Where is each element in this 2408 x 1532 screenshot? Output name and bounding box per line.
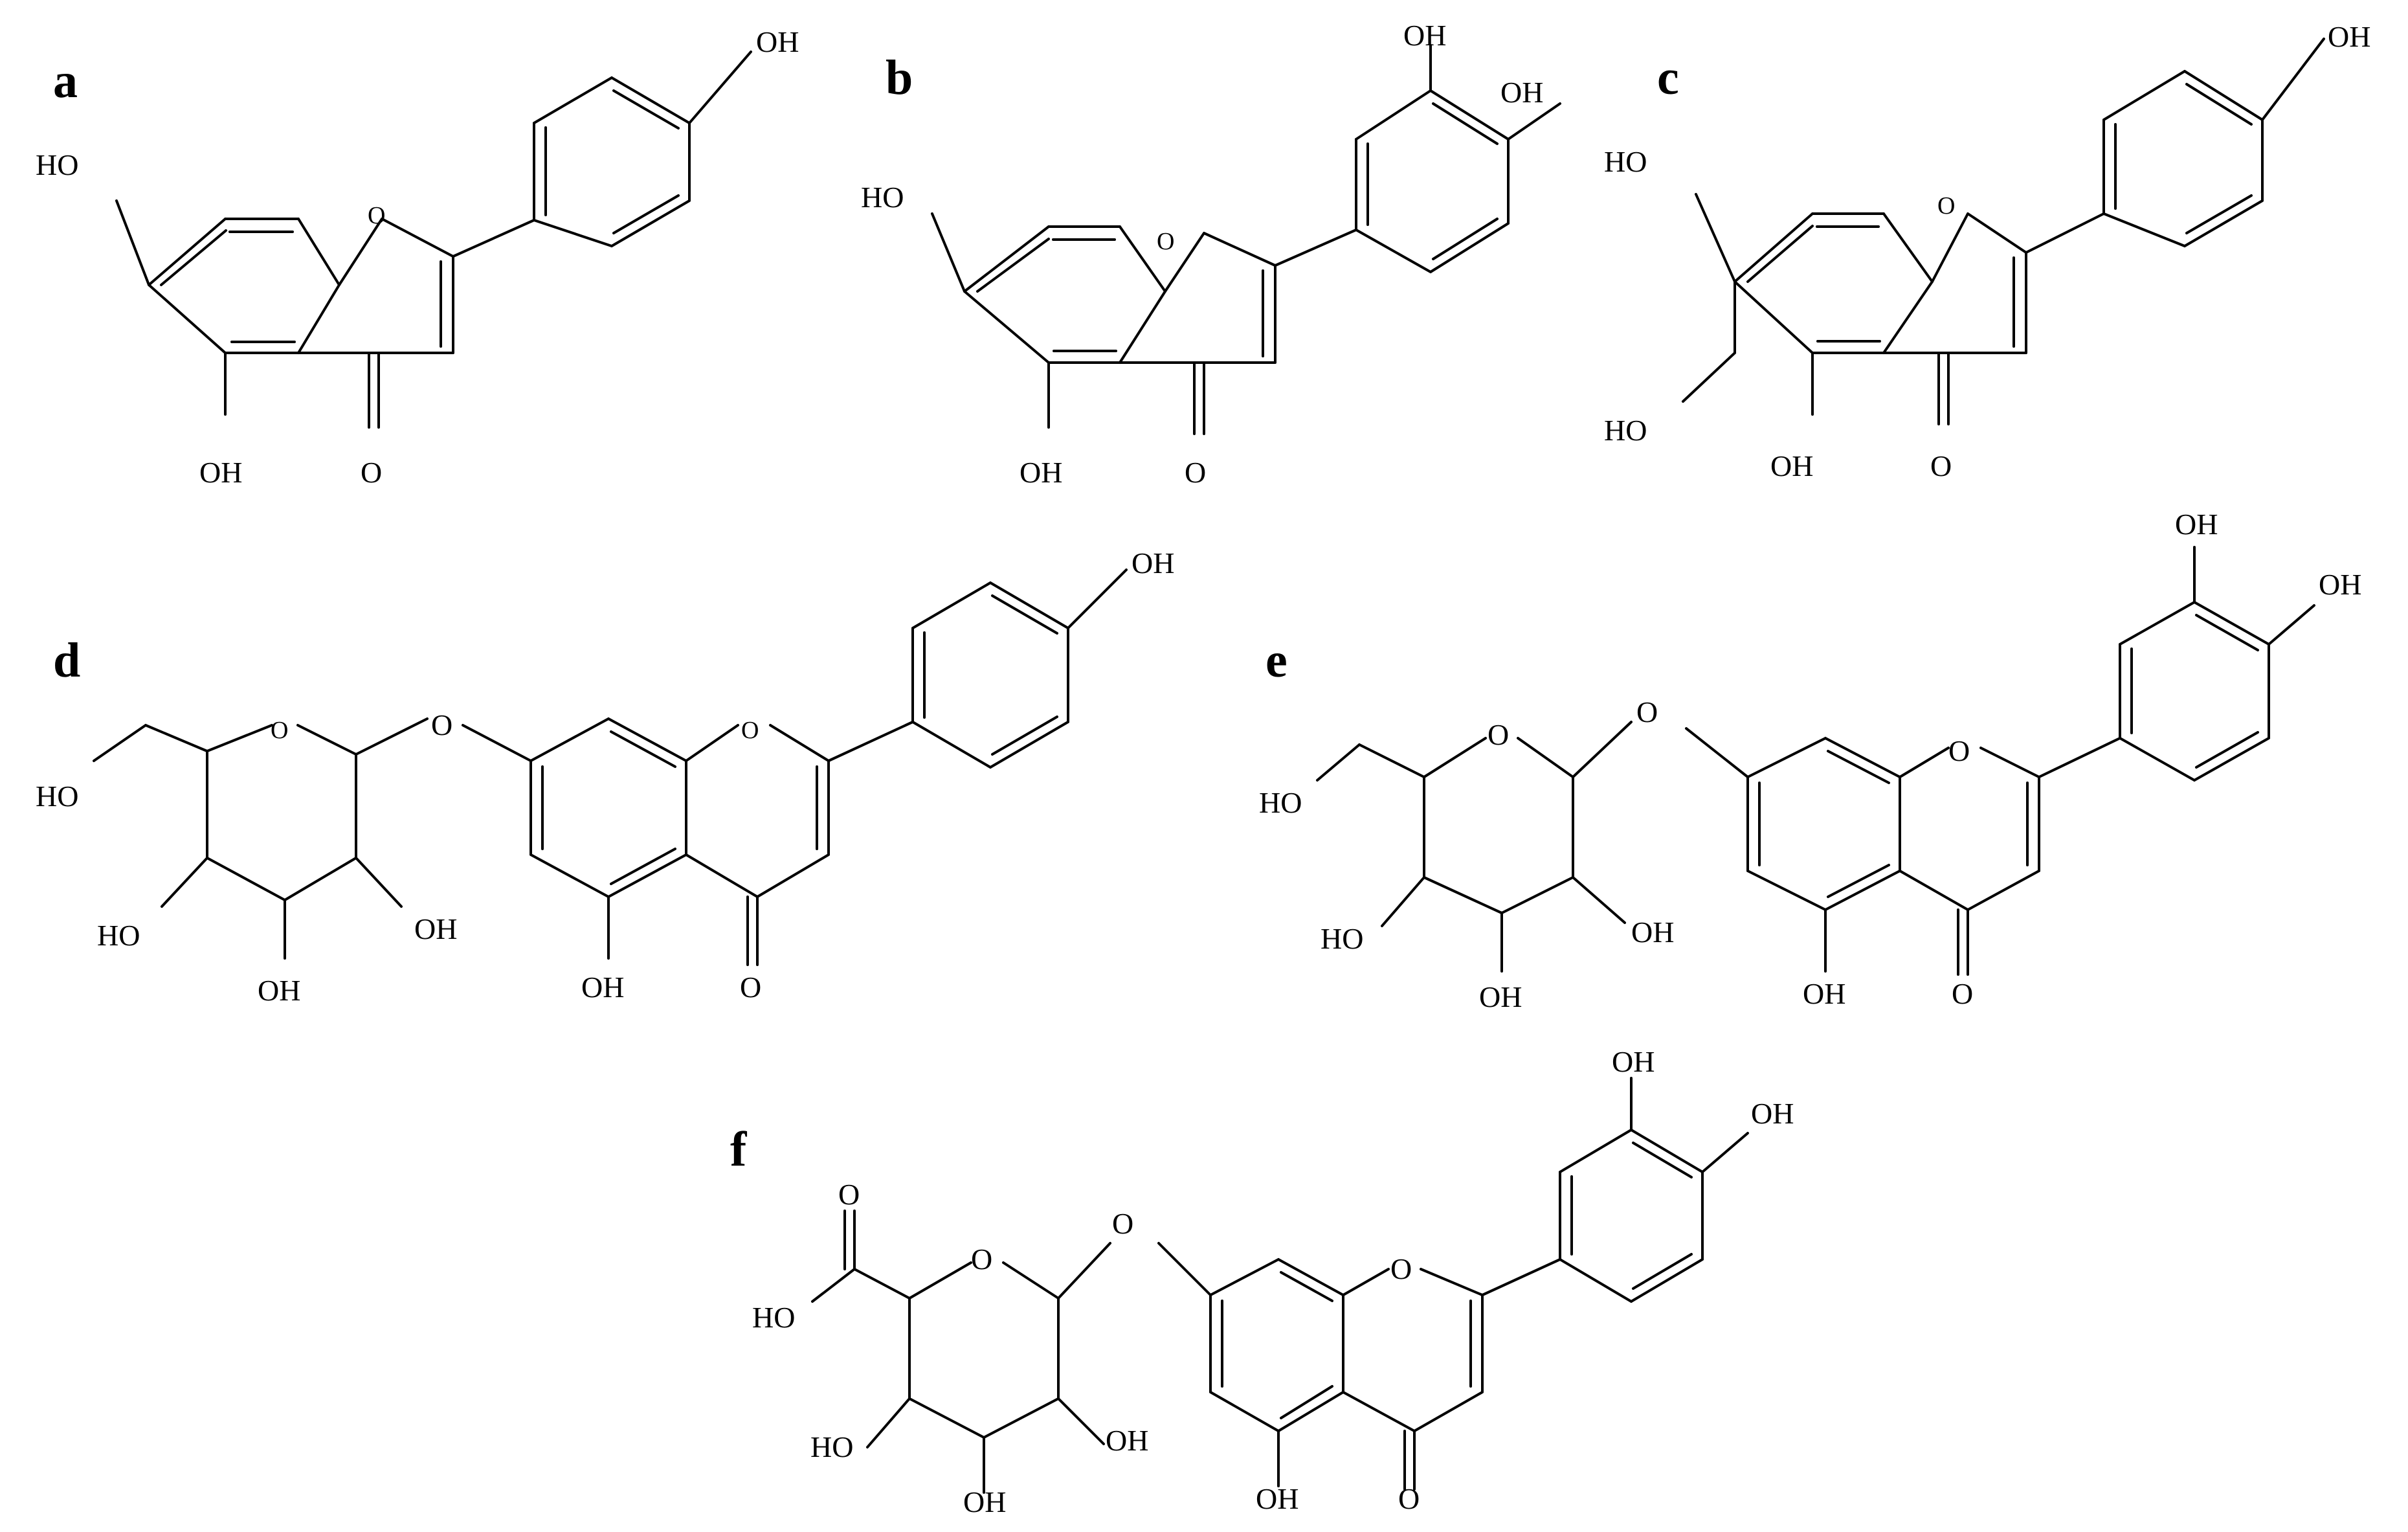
atom-ho-d-4: HO <box>97 919 140 952</box>
atom-ho-e-6: HO <box>1259 786 1302 819</box>
panel-label-a: a <box>53 54 78 108</box>
atom-oh-f-5: OH <box>1256 1482 1299 1515</box>
atom-oh-e-4p: OH <box>2319 568 2361 601</box>
ring-a-bonds <box>115 51 752 429</box>
panel-label-c: c <box>1657 51 1679 105</box>
atom-o-f-glycosidic: O <box>1112 1207 1133 1240</box>
panel-label-d: d <box>53 633 80 688</box>
structure-c: c OH HO O HO OH O <box>1604 20 2370 482</box>
panel-label-b: b <box>886 51 913 105</box>
atom-oh-a-4p: OH <box>756 25 799 58</box>
atom-ho-f-acid: HO <box>752 1301 795 1334</box>
atom-oh-f-4p: OH <box>1751 1097 1794 1130</box>
atom-ho-d-6: HO <box>36 780 78 813</box>
atom-ho-c-6: HO <box>1604 414 1647 447</box>
structure-d: d OH O O O HO HO OH OH <box>36 546 1174 1007</box>
structure-e: e OH OH O O O HO HO OH <box>1259 508 2361 1013</box>
atom-o-e-sugar-ring: O <box>1488 718 1509 751</box>
ring-c-bonds <box>1682 38 2325 425</box>
atom-oh-d-5: OH <box>581 971 624 1004</box>
atom-o-e-carbonyl: O <box>1952 977 1973 1010</box>
atom-oh-f-3: OH <box>963 1485 1006 1518</box>
atom-oh-c-5: OH <box>1770 449 1813 482</box>
atom-oh-d-3: OH <box>258 974 300 1007</box>
panel-label-e: e <box>1265 633 1288 688</box>
atom-o-c-carbonyl: O <box>1930 449 1952 482</box>
atom-o-f-sugar-ring: O <box>971 1243 992 1276</box>
atom-o-c-ring: O <box>1937 192 1955 220</box>
atom-o-f-ring: O <box>1390 1252 1412 1285</box>
atom-oh-e-3p: OH <box>2175 508 2218 541</box>
atom-o-e-ring: O <box>1948 734 1970 767</box>
atom-ho-e-4: HO <box>1321 922 1363 955</box>
ring-d-bonds <box>93 569 1128 966</box>
atom-oh-c-4p: OH <box>2328 20 2370 53</box>
atom-o-d-ring: O <box>741 717 759 744</box>
atom-oh-e-5: OH <box>1803 977 1845 1010</box>
ring-b-bonds <box>931 44 1561 435</box>
atom-oh-d-4p: OH <box>1132 546 1174 580</box>
atom-o-d-glycosidic: O <box>431 708 452 741</box>
structure-f: f OH OH O O O O HO <box>730 1045 1794 1518</box>
atom-oh-f-3p: OH <box>1612 1045 1655 1078</box>
atom-oh-e-3: OH <box>1479 980 1522 1013</box>
atom-o-e-glycosidic: O <box>1636 695 1658 728</box>
atom-oh-b-4p: OH <box>1500 76 1543 109</box>
atom-o-d-carbonyl: O <box>740 971 761 1004</box>
atom-oh-b-3p: OH <box>1403 19 1446 52</box>
atom-o-f-carbonyl: O <box>1398 1482 1420 1515</box>
atom-o-b-ring: O <box>1157 228 1174 255</box>
atom-ho-f-4: HO <box>810 1430 853 1463</box>
atom-o-a-carbonyl: O <box>361 456 382 489</box>
ring-e-bonds <box>1316 546 2315 976</box>
panel-label-f: f <box>730 1122 748 1177</box>
atom-oh-f-2: OH <box>1106 1424 1148 1457</box>
atom-o-b-carbonyl: O <box>1185 456 1206 489</box>
atom-o-f-carbonyl-acid: O <box>838 1178 860 1211</box>
atom-o-a-ring: O <box>368 202 385 229</box>
structure-a: a OH HO O OH O <box>36 25 799 489</box>
ring-f-bonds <box>811 1077 1749 1494</box>
atom-oh-a-5: OH <box>199 456 242 489</box>
structure-b: b OH OH HO O OH O <box>861 19 1561 489</box>
atom-ho-a-7: HO <box>36 148 78 181</box>
atom-ho-b-7: HO <box>861 181 904 214</box>
atom-oh-d-2: OH <box>414 912 457 945</box>
atom-ho-c-7: HO <box>1604 145 1647 178</box>
atom-oh-b-5: OH <box>1020 456 1062 489</box>
atom-o-d-sugar-ring: O <box>271 717 288 744</box>
atom-oh-e-2: OH <box>1631 916 1674 949</box>
